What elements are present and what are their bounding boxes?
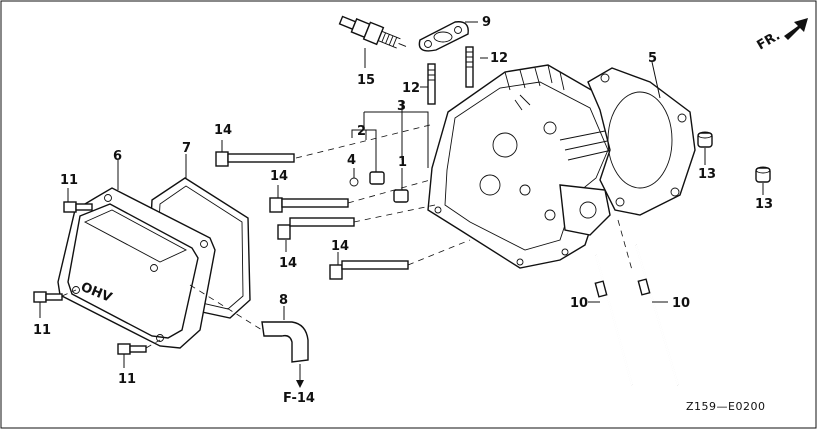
front-arrow-icon [784,18,808,40]
callout-7: 7 [182,141,191,156]
callout-14-c: 14 [279,256,297,271]
callout-14-b: 14 [270,169,288,184]
front-label: FR. [755,28,783,53]
callout-6: 6 [113,149,122,164]
dowel-pins [697,131,771,195]
drawing-code: Z159—E0200 [686,400,765,413]
callout-14-a: 14 [214,123,232,138]
callout-5: 5 [648,51,657,66]
callout-3: 3 [397,99,406,114]
callout-11-left: 11 [33,323,51,338]
callout-2: 2 [357,124,366,139]
callout-9: 9 [482,15,491,30]
small-bolts [33,188,161,368]
callout-15: 15 [357,73,375,88]
callout-12-left: 12 [402,81,420,96]
callout-13-top: 13 [698,167,716,182]
breather-tube [189,284,309,388]
callout-4: 4 [347,153,356,168]
callout-14-d: 14 [331,239,349,254]
valve-cover: OHV [57,160,216,349]
intake-gasket [418,21,478,52]
spark-plug [338,15,407,68]
long-bolts [588,219,679,386]
callout-8: 8 [279,293,288,308]
callout-11-top: 11 [60,173,78,188]
callout-11-bottom: 11 [118,372,136,387]
cylinder-head [427,64,626,269]
reference-label: F-14 [283,391,315,406]
bolts-14 [215,124,471,280]
callout-12-right: 12 [490,51,508,66]
callout-1: 1 [398,155,407,170]
dowel-group [349,100,429,203]
head-gasket [587,61,696,216]
callout-13-bottom: 13 [755,197,773,212]
callout-10-right: 10 [672,296,690,311]
callout-10-left: 10 [570,296,588,311]
stud-bolts [420,46,488,105]
